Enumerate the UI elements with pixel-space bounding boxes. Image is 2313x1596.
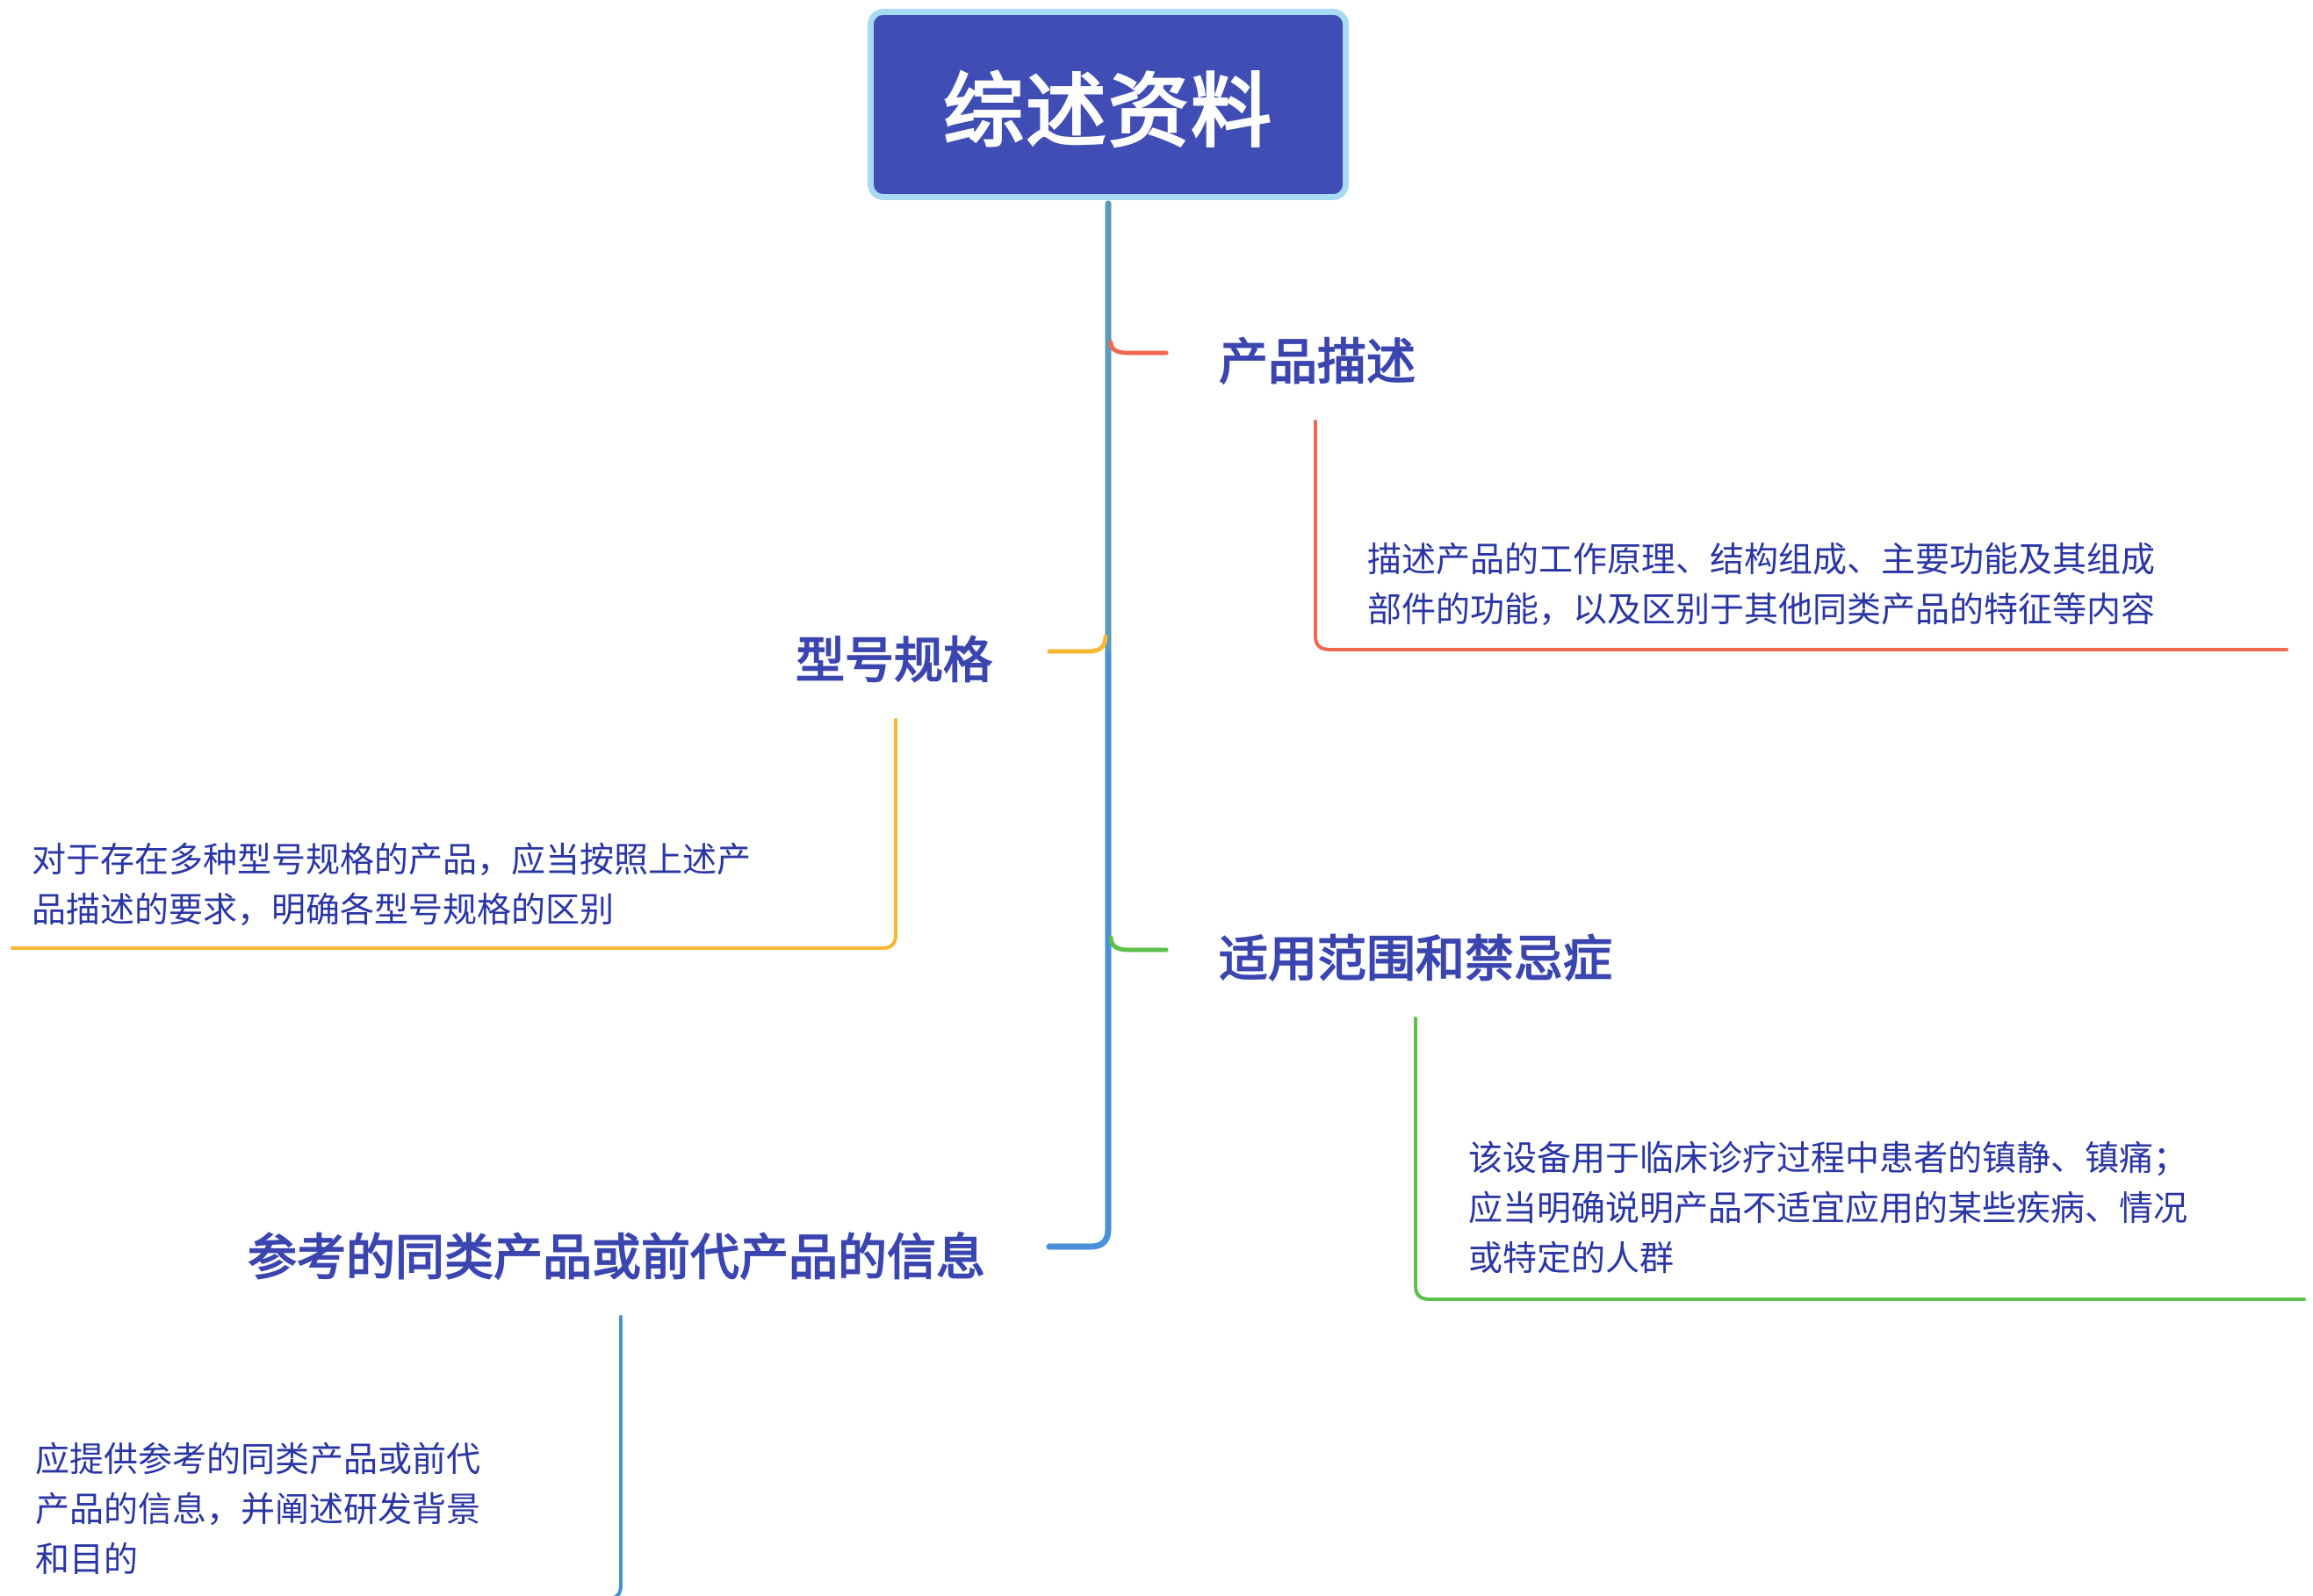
leaf-model-specs[interactable]: 对于存在多种型号规格的产品，应当按照上述产 品描述的要求，明确各型号规格的区别 [32, 836, 751, 936]
leaf-product-description[interactable]: 描述产品的工作原理、结构组成、主要功能及其组成 部件的功能，以及区别于其他同类产… [1367, 536, 2155, 636]
leaf-text-line: 和目的 [35, 1541, 139, 1580]
branch-title: 型号规格 [796, 633, 992, 690]
root-node[interactable]: 综述资料 [868, 9, 1349, 200]
branch-reference-products[interactable]: 参考的同类产品或前代产品的信息 [248, 1219, 985, 1290]
leaf-scope-contraindications[interactable]: 该设备用于临床诊疗过程中患者的镇静、镇痛； 应当明确说明产品不适宜应用的某些疾病… [1468, 1134, 2187, 1284]
branch-title: 适用范围和禁忌症 [1219, 931, 1612, 989]
root-title: 综述资料 [942, 64, 1273, 159]
connector-model-specs [1047, 634, 1108, 654]
connector-scope [1108, 935, 1169, 953]
branch-title: 产品描述 [1219, 334, 1416, 392]
leaf-text-line: 品描述的要求，明确各型号规格的区别 [32, 891, 615, 931]
leaf-text-line: 应当明确说明产品不适宜应用的某些疾病、情况 [1468, 1190, 2188, 1229]
leaf-line-model-specs [11, 718, 897, 950]
leaf-text-line: 该设备用于临床诊疗过程中患者的镇静、镇痛； [1468, 1139, 2188, 1179]
branch-scope-contraindications[interactable]: 适用范围和禁忌症 [1219, 920, 1612, 991]
leaf-text-line: 或特定的人群 [1468, 1240, 1675, 1279]
leaf-line-reference-products [613, 1315, 623, 1596]
leaf-text-line: 对于存在多种型号规格的产品，应当按照上述产 [32, 841, 752, 881]
leaf-text-line: 部件的功能，以及区别于其他同类产品的特征等内容 [1367, 591, 2156, 630]
spine-line [1046, 200, 1112, 1250]
leaf-line-product-description [1314, 420, 2288, 651]
leaf-text-line: 描述产品的工作原理、结构组成、主要功能及其组成 [1367, 541, 2156, 580]
leaf-line-scope [1414, 1017, 2306, 1301]
branch-product-description[interactable]: 产品描述 [1219, 323, 1416, 394]
leaf-text-line: 产品的信息，并阐述研发背景 [35, 1491, 481, 1530]
connector-product-description [1108, 340, 1169, 356]
leaf-text-line: 应提供参考的同类产品或前代 [35, 1441, 481, 1480]
leaf-reference-products[interactable]: 应提供参考的同类产品或前代 产品的信息，并阐述研发背景 和目的 [35, 1435, 480, 1585]
branch-title: 参考的同类产品或前代产品的信息 [248, 1230, 985, 1287]
branch-model-specs[interactable]: 型号规格 [796, 622, 992, 693]
